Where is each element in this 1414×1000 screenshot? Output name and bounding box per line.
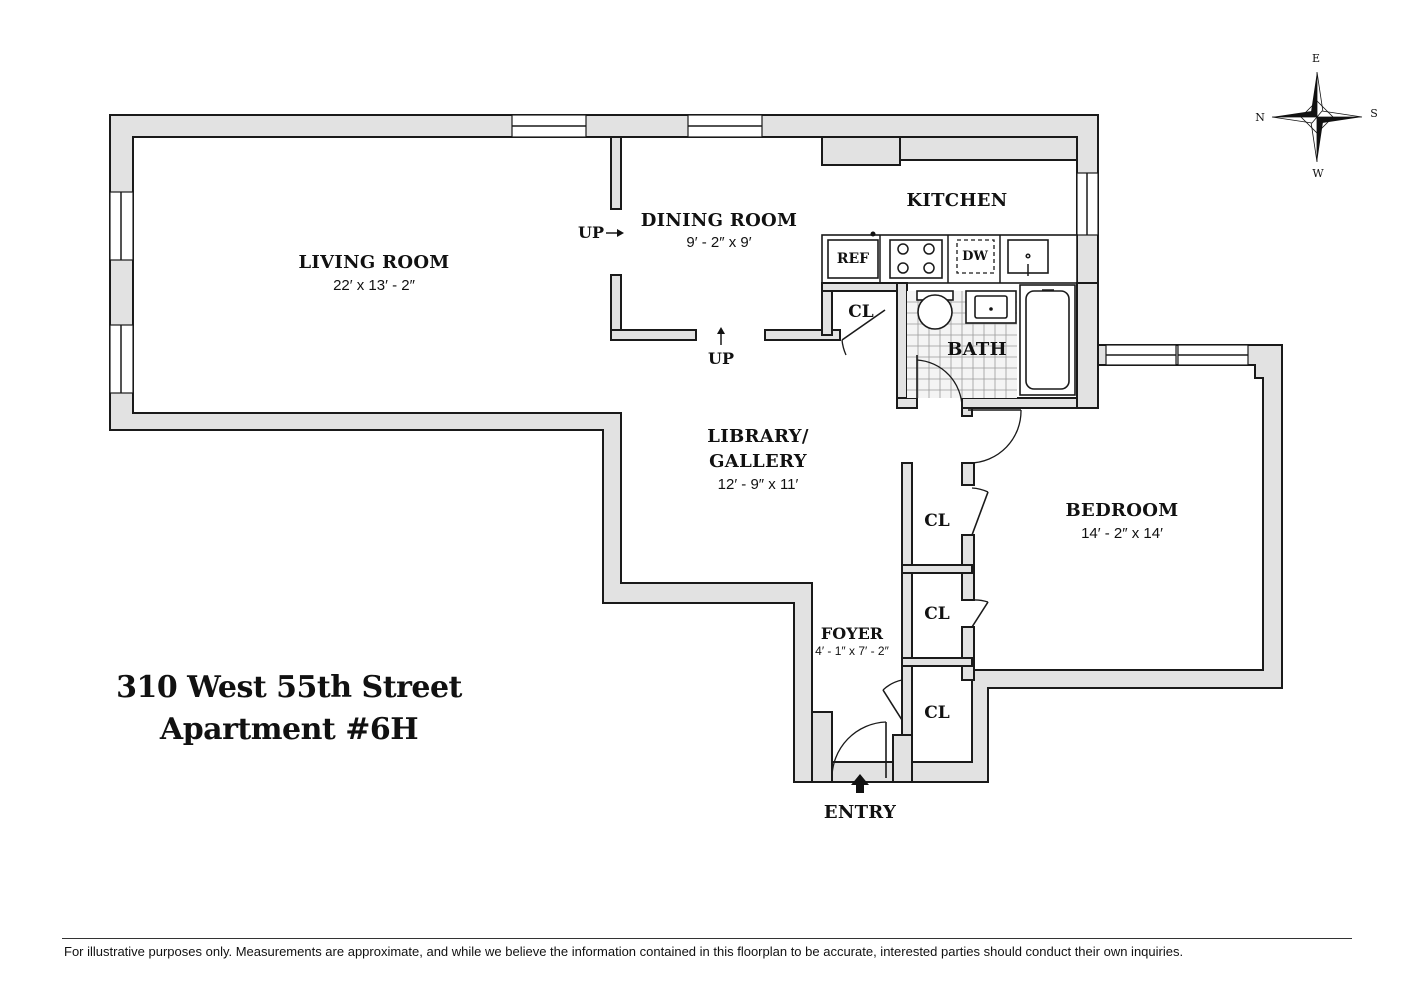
compass-s: S	[1370, 107, 1378, 120]
bathtub-basin	[1025, 290, 1070, 390]
room-labels: LIVING ROOM 22′ x 13′ - 2″ DINING ROOM 9…	[116, 190, 1178, 823]
dining-room-label: DINING ROOM	[641, 210, 798, 231]
toilet-icon	[917, 294, 953, 330]
dining-room-dim: 9′ - 2″ x 9′	[686, 234, 751, 251]
foyer-label: FOYER	[821, 624, 884, 643]
bedroom-dim: 14′ - 2″ x 14′	[1081, 525, 1163, 542]
foyer-dim: 4′ - 1″ x 7′ - 2″	[815, 644, 889, 658]
address-line2: Apartment #6H	[159, 712, 418, 747]
ref-label: REF	[837, 251, 869, 267]
step-up-bottom-label: UP	[708, 349, 734, 368]
step-up-left-label: UP	[578, 223, 604, 242]
doors	[831, 309, 1022, 779]
entry-label: ENTRY	[824, 802, 897, 823]
stove	[889, 239, 943, 279]
disclaimer-text: For illustrative purposes only. Measurem…	[64, 944, 1184, 959]
burner	[923, 243, 935, 255]
address-line1: 310 West 55th Street	[116, 670, 462, 705]
library-label-line2: GALLERY	[709, 451, 808, 472]
closet-3-label: CL	[924, 703, 950, 723]
closet-1-label: CL	[924, 511, 950, 531]
closet-2-label: CL	[924, 604, 950, 624]
door-swing	[841, 339, 847, 356]
compass-w: W	[1312, 167, 1324, 180]
entry-arrow-icon	[851, 774, 869, 793]
bath-sink	[974, 295, 1008, 319]
kitchen-fixtures	[827, 231, 1049, 283]
door-swing	[969, 409, 1022, 464]
burner	[897, 262, 909, 274]
library-label-line1: LIBRARY/	[707, 426, 809, 447]
compass-icon: E N S W	[1255, 52, 1378, 180]
compass-e: E	[1312, 52, 1320, 65]
living-room-label: LIVING ROOM	[298, 252, 449, 273]
door-leaf	[841, 309, 886, 341]
bath-label: BATH	[947, 339, 1007, 360]
burner	[897, 243, 909, 255]
entry-door-swing	[831, 721, 887, 779]
compass-n: N	[1255, 111, 1265, 124]
door-swing	[916, 359, 963, 409]
burner	[923, 262, 935, 274]
refrigerator	[827, 239, 879, 279]
step-arrows	[606, 229, 725, 345]
bath-fixtures	[916, 284, 1076, 396]
kitchen-label: KITCHEN	[906, 190, 1007, 211]
footer-divider	[62, 938, 1352, 939]
library-dim: 12′ - 9″ x 11′	[718, 476, 799, 493]
bedroom-label: BEDROOM	[1066, 500, 1179, 521]
dw-label: DW	[962, 249, 988, 264]
living-room-dim: 22′ x 13′ - 2″	[333, 277, 416, 294]
kitchen-closet-label: CL	[848, 302, 874, 322]
